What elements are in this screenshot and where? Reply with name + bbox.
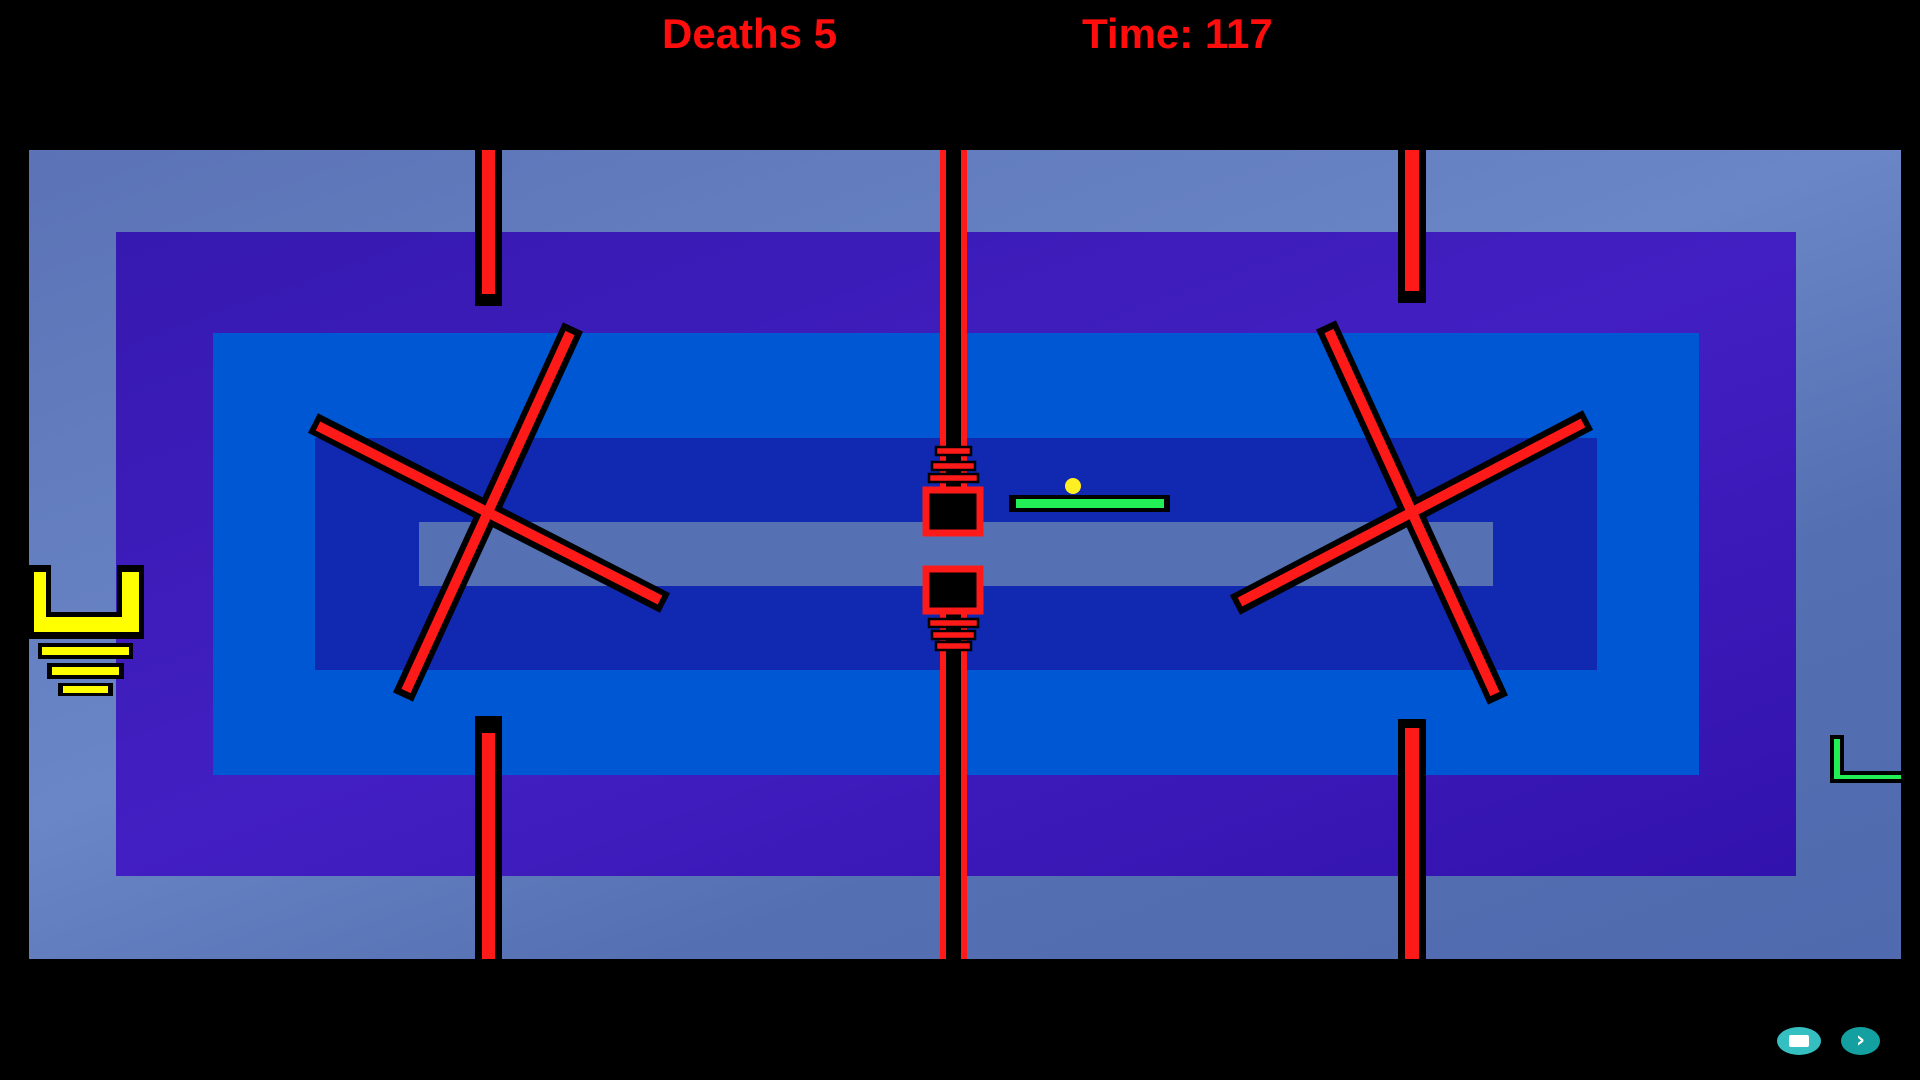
screen-icon <box>1789 1035 1809 1047</box>
pillar-top-right <box>1398 150 1426 303</box>
start-marker <box>1830 735 1901 783</box>
chevron-right-icon: › <box>1855 1028 1866 1053</box>
pillar-bottom-right <box>1398 719 1426 959</box>
right-spinning-x <box>1229 320 1594 705</box>
green-platform <box>1009 495 1170 512</box>
left-spinning-x <box>307 322 671 702</box>
player-ball <box>1065 478 1081 494</box>
time-counter: Time: 117 <box>1082 10 1273 57</box>
pillar-bottom-left <box>475 716 502 959</box>
pillar-top-left <box>475 150 502 306</box>
center-pole-upper <box>922 150 984 537</box>
center-pole-lower <box>922 565 984 959</box>
next-button[interactable]: › <box>1841 1027 1880 1055</box>
goal-portal <box>29 565 144 696</box>
deaths-counter: Deaths 5 <box>662 10 838 57</box>
fullscreen-button[interactable] <box>1777 1027 1821 1055</box>
